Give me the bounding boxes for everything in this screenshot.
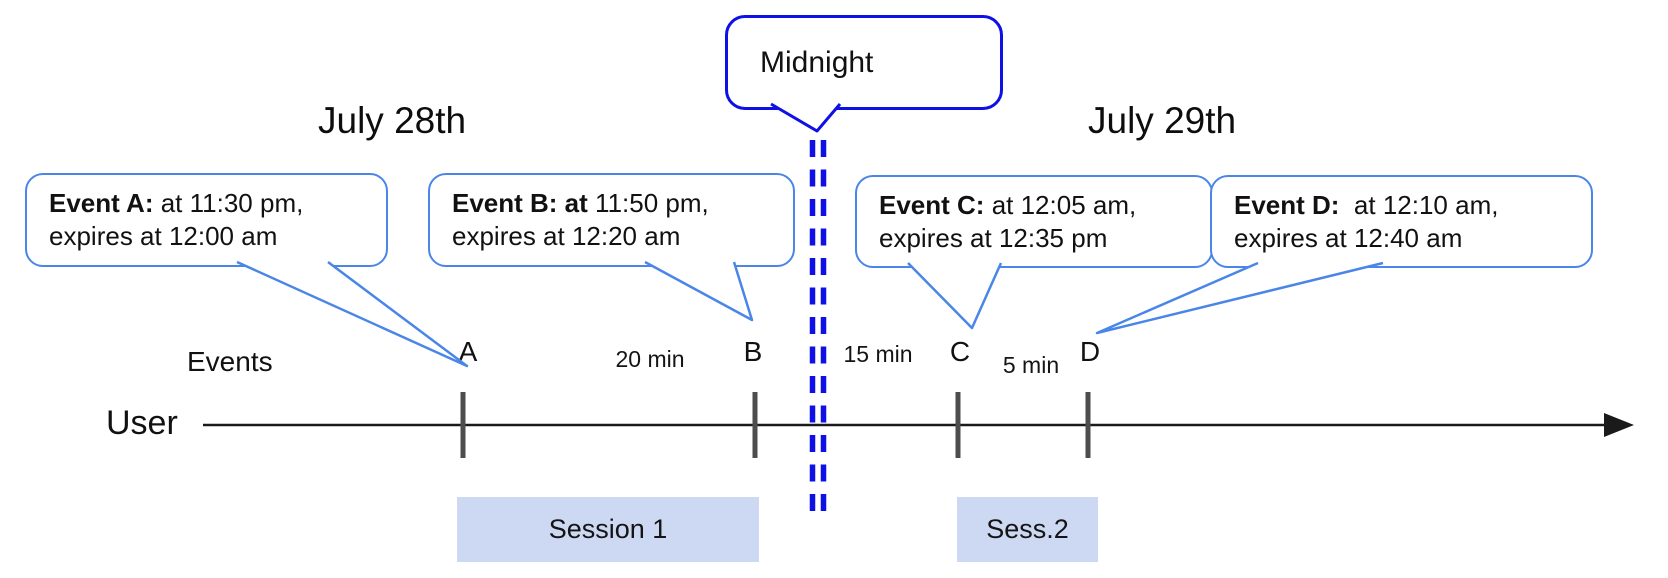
midnight-label: Midnight: [760, 45, 874, 79]
event-callout-c: Event C: at 12:05 am, expires at 12:35 p…: [855, 175, 1213, 268]
event-callout-a: Event A: at 11:30 pm, expires at 12:00 a…: [25, 173, 388, 267]
session-bar-2: Sess.2: [957, 497, 1098, 562]
events-axis-label: Events: [187, 346, 273, 377]
midnight-callout: Midnight: [725, 15, 1003, 110]
tick-label-a: A: [458, 336, 478, 367]
date-july-29: July 29th: [1088, 100, 1237, 141]
callout-c-line1: Event C: at 12:05 am,: [879, 190, 1137, 220]
callout-d-line1: Event D: at 12:10 am,: [1234, 190, 1499, 220]
tick-label-d: D: [1079, 336, 1101, 367]
event-callout-d: Event D: at 12:10 am, expires at 12:40 a…: [1210, 175, 1593, 268]
callout-tail-c: [907, 262, 1003, 330]
callout-tail-d: [1095, 261, 1384, 335]
callout-tail-b: [644, 260, 754, 322]
interval-label-5min: 5 min: [1002, 352, 1060, 378]
tick-label-c: C: [949, 336, 971, 367]
callout-a-line1: Event A: at 11:30 pm,: [49, 188, 304, 218]
callout-a-line2: expires at 12:00 am: [49, 221, 278, 251]
timeline-arrowhead-icon: [1604, 413, 1634, 437]
interval-label-20min: 20 min: [615, 346, 685, 372]
user-label: User: [106, 404, 178, 442]
date-july-28: July 28th: [318, 100, 467, 141]
session-2-label: Sess.2: [986, 514, 1069, 544]
session-1-label: Session 1: [548, 514, 668, 544]
callout-b-line2: expires at 12:20 am: [452, 221, 681, 251]
session-bar-1: Session 1: [457, 497, 759, 562]
event-callout-b: Event B: at 11:50 pm, expires at 12:20 a…: [428, 173, 795, 267]
callout-b-line1: Event B: at 11:50 pm,: [452, 188, 709, 218]
tick-label-b: B: [743, 336, 763, 367]
callout-c-line2: expires at 12:35 pm: [879, 223, 1108, 253]
interval-label-15min: 15 min: [843, 341, 913, 367]
callout-d-line2: expires at 12:40 am: [1234, 223, 1463, 253]
